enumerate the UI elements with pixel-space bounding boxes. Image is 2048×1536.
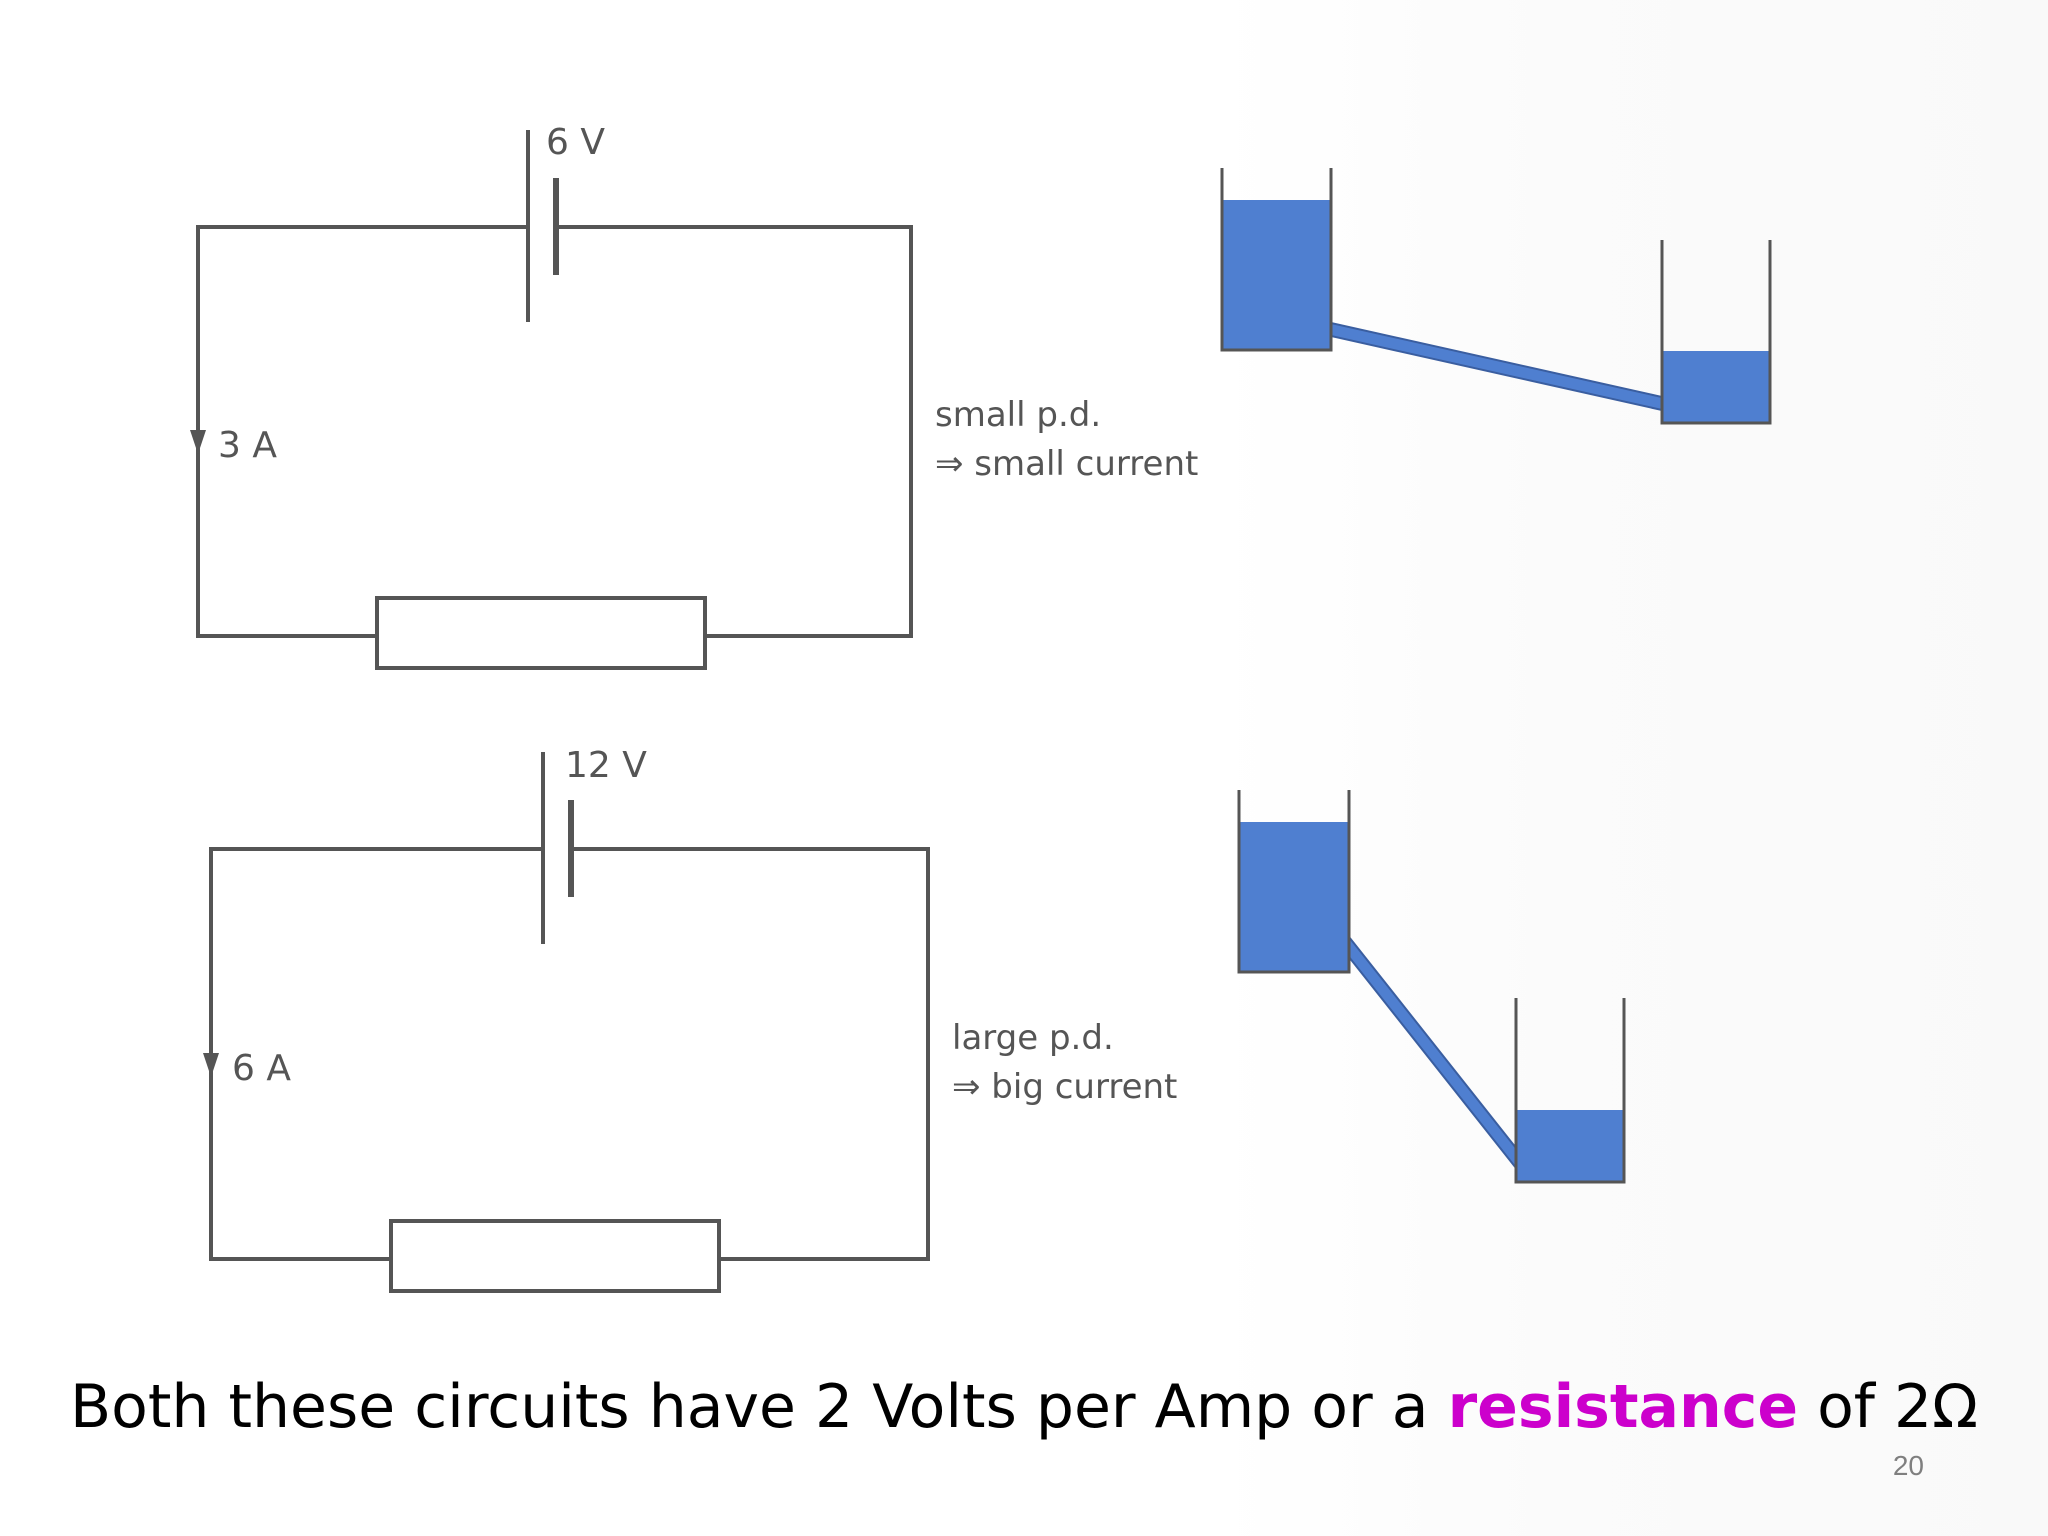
current-arrow-icon — [190, 430, 206, 454]
pd-note-line2: ⇒ big current — [952, 1067, 1177, 1107]
background-shade — [1215, 0, 2048, 1536]
current-label: 3 A — [218, 425, 277, 466]
water-analogy-bottom — [1237, 790, 1626, 1184]
circuit-bottom: 12 V 6 A large p.d. ⇒ big current — [203, 745, 1177, 1293]
tank-low — [1660, 240, 1772, 425]
tank-high — [1220, 168, 1333, 352]
caption-text: Both these circuits have 2 Volts per Amp… — [69, 1372, 1448, 1442]
caption-text-end: of 2Ω — [1798, 1372, 1979, 1442]
water-high — [1222, 200, 1331, 350]
resistor — [389, 1219, 721, 1293]
voltage-label: 12 V — [565, 745, 647, 786]
water-low — [1662, 351, 1770, 423]
circuit-top: 6 V 3 A small p.d. ⇒ small current — [190, 122, 1198, 670]
resistor — [375, 596, 707, 670]
pd-note-line1: large p.d. — [952, 1018, 1114, 1058]
caption: Both these circuits have 2 Volts per Amp… — [0, 1372, 2048, 1442]
water-low — [1516, 1110, 1624, 1182]
pd-note-line2: ⇒ small current — [935, 444, 1198, 484]
slide-number: 20 — [1892, 1450, 1924, 1481]
water-analogy-top — [1220, 168, 1772, 425]
caption-keyword: resistance — [1447, 1372, 1799, 1442]
pd-note-line1: small p.d. — [935, 395, 1101, 435]
circuit-wires — [209, 847, 930, 1261]
water-high — [1239, 822, 1349, 972]
current-arrow-icon — [203, 1053, 219, 1077]
tank-low — [1514, 998, 1626, 1184]
circuit-wires — [196, 225, 913, 638]
connecting-pipe — [1348, 934, 1517, 1171]
tank-high — [1237, 790, 1351, 974]
connecting-pipe — [1330, 321, 1663, 412]
voltage-label: 6 V — [546, 122, 605, 163]
current-label: 6 A — [232, 1048, 291, 1089]
